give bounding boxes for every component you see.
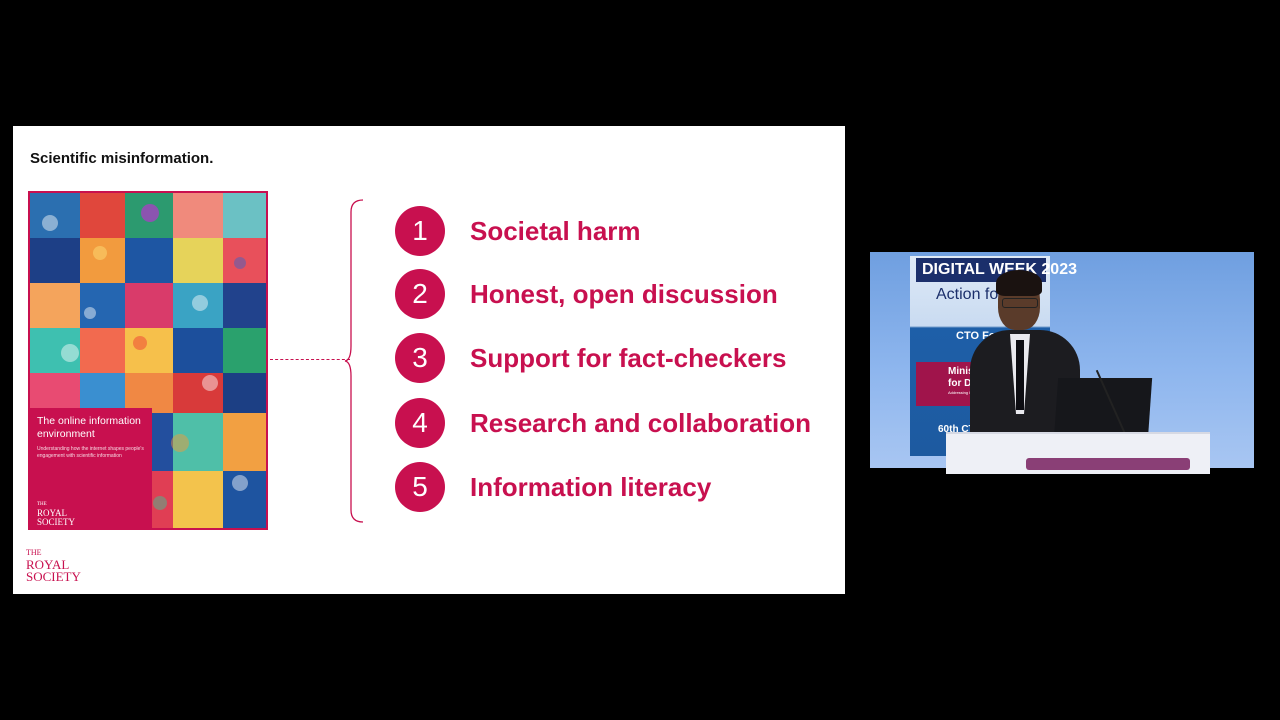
speaker-hair [996,270,1042,296]
speaker-tie [1016,340,1024,410]
dashed-connector [270,359,350,360]
logo-the: THE [37,502,47,507]
item-label: Societal harm [470,215,641,246]
number-badge: 5 [395,462,445,512]
royal-society-logo: THE ROYAL SOCIETY [26,547,81,583]
banner-minis-line2: for D [948,378,972,389]
report-cover-image: The online information environment Under… [28,191,268,530]
banner-minis-line1: Minis [948,366,974,377]
number-badge: 1 [395,206,445,256]
number-badge: 2 [395,269,445,319]
presentation-slide: Scientific misinformation. The online in… [13,126,845,594]
list-item: 5 Information literacy [395,462,711,512]
item-label: Information literacy [470,471,712,502]
number-badge: 4 [395,398,445,448]
report-cover-panel: The online information environment Under… [30,408,152,530]
logo-royal: ROYAL [26,557,70,572]
number-badge: 3 [395,333,445,383]
curly-brace [344,199,364,523]
banner-60th-text: 60th CTO [938,424,983,435]
list-item: 1 Societal harm [395,206,641,256]
report-cover-logo: THE ROYAL SOCIETY [37,500,75,527]
item-label: Support for fact-checkers [470,342,787,373]
logo-society: SOCIETY [37,517,75,527]
list-item: 3 Support for fact-checkers [395,333,786,383]
report-subtitle: Understanding how the internet shapes pe… [37,446,144,459]
speaker-video-feed: DIGITAL WEEK 2023 Action for i CTO For M… [870,252,1254,474]
podium-strip [1026,458,1190,470]
list-item: 4 Research and collaboration [395,398,811,448]
logo-society: SOCIETY [26,569,81,584]
report-title: The online information environment [37,415,141,440]
item-label: Honest, open discussion [470,278,778,309]
logo-royal: ROYAL [37,508,68,518]
list-item: 2 Honest, open discussion [395,269,778,319]
speaker-glasses [1002,298,1038,308]
item-label: Research and collaboration [470,407,811,438]
logo-the: THE [26,548,42,557]
banner-minis-small: Addressing ICT Issu [948,390,984,395]
painted-mosaic-artwork [30,193,266,528]
banner-subheading: Action for i [936,286,1012,303]
slide-title: Scientific misinformation. [30,150,214,167]
